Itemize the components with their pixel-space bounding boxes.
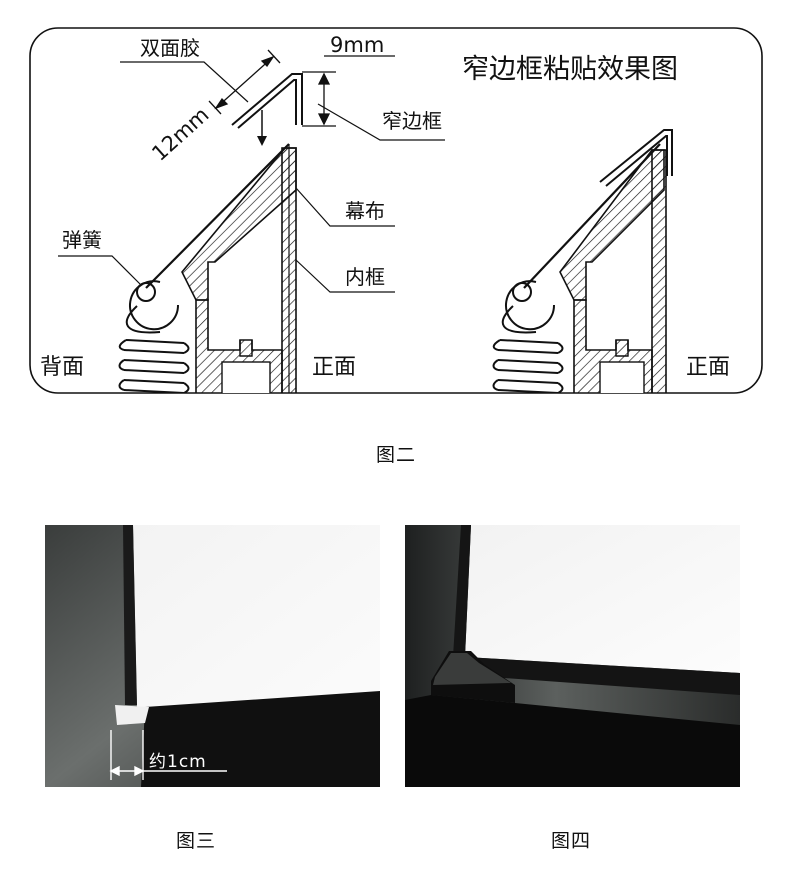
caption-fig3: 图三 — [176, 830, 217, 852]
left-frame-profile — [145, 143, 297, 393]
label-narrow-frame: 窄边框 — [382, 109, 442, 133]
screen-surface — [133, 525, 380, 711]
measurement-label: 约1cm — [149, 752, 207, 772]
measurement-marker — [109, 730, 227, 780]
label-front-side-right: 正面 — [686, 355, 730, 380]
leader-lines — [58, 61, 445, 293]
label-spring: 弹簧 — [62, 228, 102, 252]
dimension-9mm — [302, 55, 395, 127]
insert-arrow — [257, 110, 267, 146]
screen-surface — [465, 525, 740, 673]
frame-cross-section-diagram: 窄边框粘贴效果图 双面胶 9mm 12mm 窄边框 幕布 内框 弹簧 背面 正面… — [29, 27, 763, 394]
photo-fig3: 约1cm — [45, 525, 380, 787]
frame-edge-vertical — [453, 525, 471, 657]
dimension-12mm — [208, 49, 281, 115]
right-frame-profile — [523, 129, 673, 393]
narrow-frame-piece — [231, 73, 303, 129]
white-corner-gap — [115, 705, 149, 725]
label-adhesive: 双面胶 — [140, 36, 200, 60]
label-9mm: 9mm — [330, 33, 384, 57]
label-front-side-left: 正面 — [312, 355, 356, 380]
right-spring — [492, 280, 564, 393]
photo-fig4 — [405, 525, 740, 787]
frame-edge-vertical — [123, 525, 137, 705]
frame-edge-horizontal — [141, 691, 380, 787]
left-spring — [118, 280, 190, 393]
label-back-side: 背面 — [40, 355, 84, 380]
frame-edge-horizontal — [463, 657, 740, 695]
diagram-title: 窄边框粘贴效果图 — [462, 54, 678, 85]
caption-fig4: 图四 — [551, 830, 592, 852]
caption-fig2: 图二 — [376, 444, 417, 466]
label-inner-frame: 内框 — [345, 265, 385, 289]
label-screen-fabric: 幕布 — [345, 199, 385, 223]
